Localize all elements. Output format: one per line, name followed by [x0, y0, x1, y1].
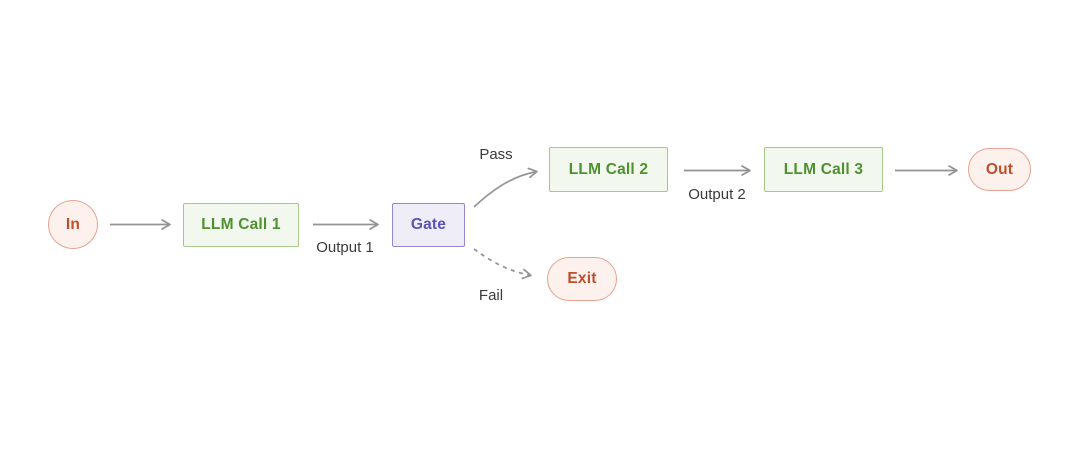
node-llm-call-1: LLM Call 1 — [183, 203, 299, 247]
edge-label-output-2: Output 2 — [688, 186, 746, 203]
node-in: In — [48, 200, 98, 249]
edge-label-fail: Fail — [478, 287, 504, 304]
edge-label-pass: Pass — [479, 146, 513, 163]
node-exit: Exit — [547, 257, 617, 301]
node-gate: Gate — [392, 203, 465, 247]
edge-gate-to-llm2-pass — [473, 167, 538, 208]
edge-gate-to-exit-fail — [473, 248, 532, 280]
node-llm-call-2: LLM Call 2 — [549, 147, 668, 192]
node-out: Out — [968, 148, 1031, 191]
node-llm-call-3: LLM Call 3 — [764, 147, 883, 192]
edge-label-output-1: Output 1 — [316, 239, 374, 256]
